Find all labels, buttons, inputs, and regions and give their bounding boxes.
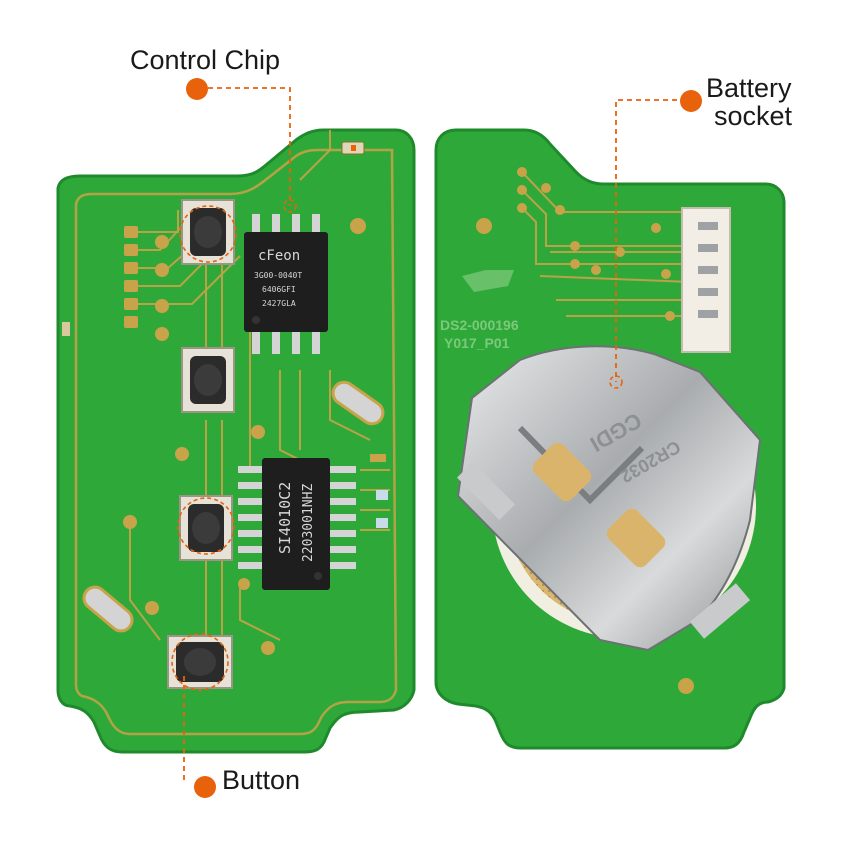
push-button-3 (179, 495, 233, 561)
control-chip-callout-dot (186, 78, 208, 100)
chip2-text-2: 2203001NHZ (301, 484, 316, 562)
chip1-text-2: 3G00-0040T (254, 271, 302, 280)
left-board: cFeon 3G00-0040T 6406GFI 2427GLA SI4010C… (56, 128, 416, 754)
button-label: Button (222, 765, 301, 795)
battery-socket-label-line1: Battery (706, 73, 792, 103)
right-board: DS2-000196 Y017_P01 CGDI CR2032 (434, 128, 786, 750)
control-chip: cFeon 3G00-0040T 6406GFI 2427GLA (244, 214, 328, 354)
control-chip-label: Control Chip (130, 45, 281, 75)
coin-cell-holder: CGDI CR2032 (456, 345, 762, 652)
battery-socket-callout-dot (680, 90, 702, 112)
push-button-2 (181, 347, 235, 413)
board-code-2: Y017_P01 (444, 335, 510, 351)
chip1-text-4: 2427GLA (262, 299, 296, 308)
button-callout-dot (194, 776, 216, 798)
chip1-text-3: 6406GFI (262, 285, 296, 294)
radio-chip: SI4010C2 2203001NHZ (238, 458, 356, 590)
chip1-text-1: cFeon (258, 248, 300, 264)
battery-connector (681, 207, 731, 353)
battery-socket-label-line2: socket (714, 101, 793, 131)
chip2-text-1: SI4010C2 (276, 482, 294, 554)
callout-leaders (171, 87, 686, 784)
board-code-1: DS2-000196 (440, 317, 519, 333)
push-button-4 (167, 635, 233, 689)
board-logo (462, 270, 514, 292)
push-button-1 (181, 199, 235, 265)
